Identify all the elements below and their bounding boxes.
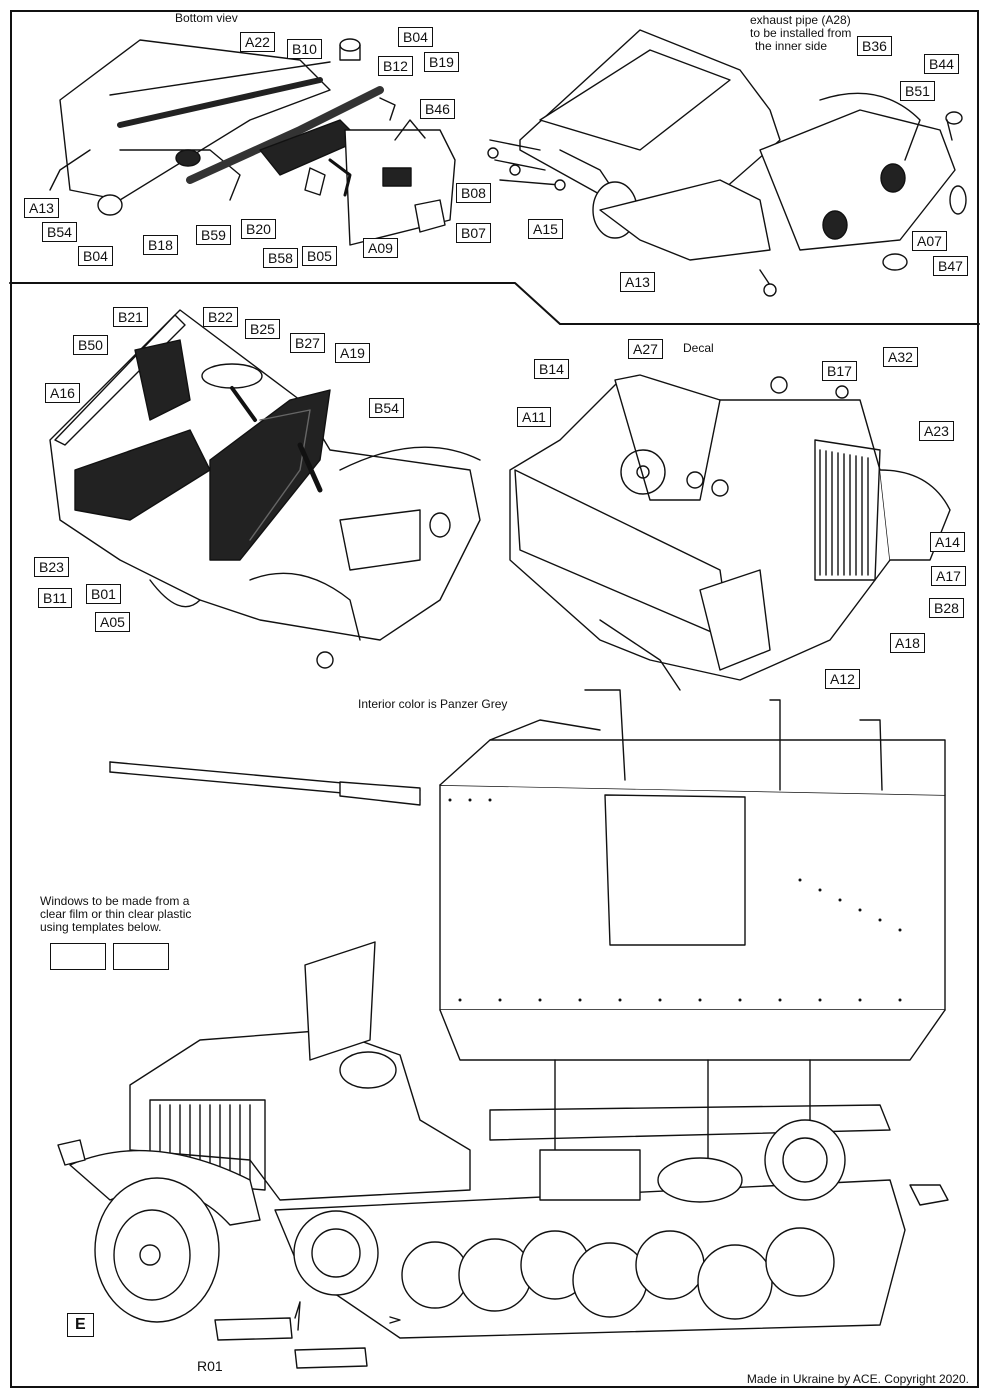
part-label: B46 bbox=[420, 99, 455, 119]
part-label: B44 bbox=[924, 54, 959, 74]
part-label: A12 bbox=[825, 669, 860, 689]
part-label: B21 bbox=[113, 307, 148, 327]
windows-note: Windows to be made from a clear film or … bbox=[40, 895, 191, 934]
part-label: B01 bbox=[86, 584, 121, 604]
part-label: B19 bbox=[424, 52, 459, 72]
part-label: B25 bbox=[245, 319, 280, 339]
part-label: B10 bbox=[287, 39, 322, 59]
part-label: B17 bbox=[822, 361, 857, 381]
subassembly-e-label: E bbox=[67, 1313, 94, 1337]
part-label: B23 bbox=[34, 557, 69, 577]
instruction-sheet-frame bbox=[10, 10, 979, 1388]
part-label: A17 bbox=[931, 566, 966, 586]
part-label: A27 bbox=[628, 339, 663, 359]
window-template-right bbox=[113, 943, 169, 970]
part-label: B08 bbox=[456, 183, 491, 203]
part-label: B11 bbox=[38, 588, 72, 608]
part-label: B04 bbox=[398, 27, 433, 47]
exhaust-note-line-2: to be installed from bbox=[750, 26, 852, 40]
windows-note-line-3: using templates below. bbox=[40, 920, 162, 934]
part-label: A32 bbox=[883, 347, 918, 367]
window-template-left bbox=[50, 943, 106, 970]
part-label: B47 bbox=[933, 256, 968, 276]
part-label: R01 bbox=[197, 1358, 223, 1374]
interior-color-note: Interior color is Panzer Grey bbox=[358, 697, 508, 711]
windows-note-line-1: Windows to be made from a bbox=[40, 894, 190, 908]
part-label: B05 bbox=[302, 246, 337, 266]
part-label: A18 bbox=[890, 633, 925, 653]
exhaust-note-line-3: the inner side bbox=[754, 39, 828, 53]
windows-note-line-2: clear film or thin clear plastic bbox=[40, 907, 192, 921]
exhaust-note: exhaust pipe (A28) to be installed from … bbox=[750, 13, 852, 53]
part-label: A11 bbox=[517, 407, 551, 427]
part-label: B22 bbox=[203, 307, 238, 327]
decal-note: Decal bbox=[683, 341, 714, 355]
part-label: A13 bbox=[620, 272, 655, 292]
part-label: B54 bbox=[369, 398, 404, 418]
part-label: A19 bbox=[335, 343, 370, 363]
part-label: B28 bbox=[929, 598, 964, 618]
part-label: A07 bbox=[912, 231, 947, 251]
exhaust-note-line-1: exhaust pipe (A28) bbox=[750, 13, 851, 27]
part-label: B36 bbox=[857, 36, 892, 56]
part-label: B59 bbox=[196, 225, 231, 245]
part-label: A05 bbox=[95, 612, 130, 632]
part-label: A09 bbox=[363, 238, 398, 258]
part-label: B18 bbox=[143, 235, 178, 255]
part-label: B50 bbox=[73, 335, 108, 355]
part-label: A13 bbox=[24, 198, 59, 218]
copyright-text: Made in Ukraine by ACE. Copyright 2020. bbox=[746, 1372, 969, 1386]
part-label: B20 bbox=[241, 219, 276, 239]
part-label: B27 bbox=[290, 333, 325, 353]
part-label: A22 bbox=[240, 32, 275, 52]
part-label: B54 bbox=[42, 222, 77, 242]
part-label: A16 bbox=[45, 383, 80, 403]
part-label: B51 bbox=[900, 81, 935, 101]
part-label: B14 bbox=[534, 359, 569, 379]
part-label: B12 bbox=[378, 56, 413, 76]
part-label: A14 bbox=[930, 532, 965, 552]
part-label: A23 bbox=[919, 421, 954, 441]
part-label: B07 bbox=[456, 223, 491, 243]
part-label: B04 bbox=[78, 246, 113, 266]
bottom-view-caption: Bottom viev bbox=[175, 11, 238, 25]
part-label: B58 bbox=[263, 248, 298, 268]
part-label: A15 bbox=[528, 219, 563, 239]
